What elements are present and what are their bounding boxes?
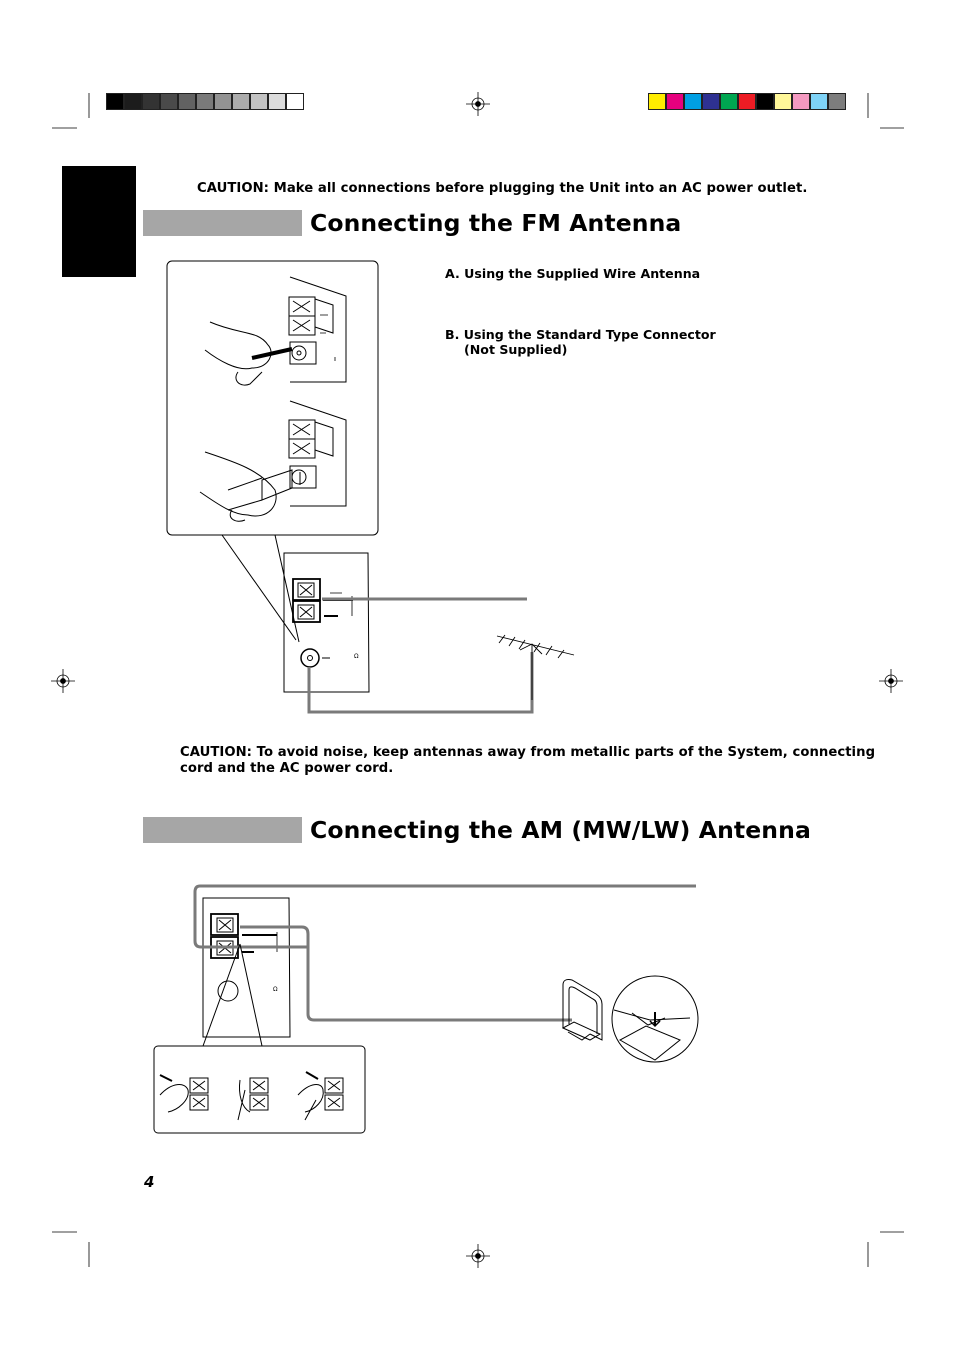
- am-terminal-steps: [159, 1071, 344, 1121]
- color-swatch: [738, 93, 756, 110]
- am-heading: Connecting the AM (MW/LW) Antenna: [310, 816, 811, 844]
- color-swatch: [756, 93, 774, 110]
- edge-tab: [62, 166, 136, 277]
- fm-panel-wire-antenna: [204, 276, 347, 386]
- am-wire-lower: [240, 925, 572, 1022]
- grayscale-swatch: [268, 93, 286, 110]
- grayscale-swatch: [232, 93, 250, 110]
- registration-mark-right: [879, 669, 903, 693]
- hand-upper: [204, 321, 272, 370]
- grayscale-swatch: [250, 93, 268, 110]
- caution-mid-line2: cord and the AC power cord.: [180, 761, 394, 776]
- fm-heading-bar: [143, 210, 302, 236]
- color-swatch: [648, 93, 666, 110]
- fm-option-b-line1: B. Using the Standard Type Connector: [445, 327, 716, 342]
- registration-mark-bottom: [466, 1244, 490, 1268]
- color-swatch: [702, 93, 720, 110]
- fm-panel-coaxial-connector: [199, 400, 347, 522]
- fm-detail-callout: [166, 260, 379, 536]
- color-swatch: [720, 93, 738, 110]
- registration-mark-left: [51, 669, 75, 693]
- coaxial-plug: [261, 469, 293, 501]
- fm-rear-terminal-panel: Ω: [283, 552, 370, 693]
- grayscale-swatch: [214, 93, 232, 110]
- grayscale-swatch: [124, 93, 142, 110]
- grayscale-swatch: [178, 93, 196, 110]
- color-swatch: [792, 93, 810, 110]
- color-swatch: [774, 93, 792, 110]
- grayscale-swatch: [142, 93, 160, 110]
- am-connection-diagram: Ω: [153, 884, 699, 1134]
- grayscale-swatch: [196, 93, 214, 110]
- color-swatch: [684, 93, 702, 110]
- color-swatch: [828, 93, 846, 110]
- grayscale-swatch: [106, 93, 124, 110]
- caution-mid-line1: CAUTION: To avoid noise, keep antennas a…: [180, 745, 876, 760]
- am-rear-terminal-panel: Ω: [202, 897, 291, 1038]
- fm-connection-diagram: Ω: [166, 260, 575, 714]
- am-antenna-base-detail: [611, 975, 699, 1063]
- crop-marks: [52, 93, 904, 1267]
- am-wire-upper: [193, 884, 696, 949]
- registration-marks: [51, 92, 903, 1268]
- svg-text:Ω: Ω: [273, 986, 278, 993]
- fm-heading: Connecting the FM Antenna: [310, 209, 682, 237]
- registration-mark-top: [466, 92, 490, 116]
- am-heading-bar: [143, 817, 302, 843]
- fm-outdoor-antenna: [496, 634, 575, 700]
- svg-text:Ω: Ω: [354, 653, 359, 660]
- am-loop-antenna: [561, 979, 603, 1041]
- hand-lower: [199, 451, 277, 517]
- fm-coax-cable: [307, 652, 534, 714]
- caution-top: CAUTION: Make all connections before plu…: [197, 181, 808, 196]
- page-number: 4: [144, 1173, 155, 1191]
- fm-option-b-line2: (Not Supplied): [464, 342, 568, 357]
- grayscale-swatch: [286, 93, 304, 110]
- color-swatch: [810, 93, 828, 110]
- fm-option-a: A. Using the Supplied Wire Antenna: [445, 266, 701, 281]
- am-terminal-detail: [153, 1045, 366, 1134]
- grayscale-swatch: [160, 93, 178, 110]
- color-swatch: [666, 93, 684, 110]
